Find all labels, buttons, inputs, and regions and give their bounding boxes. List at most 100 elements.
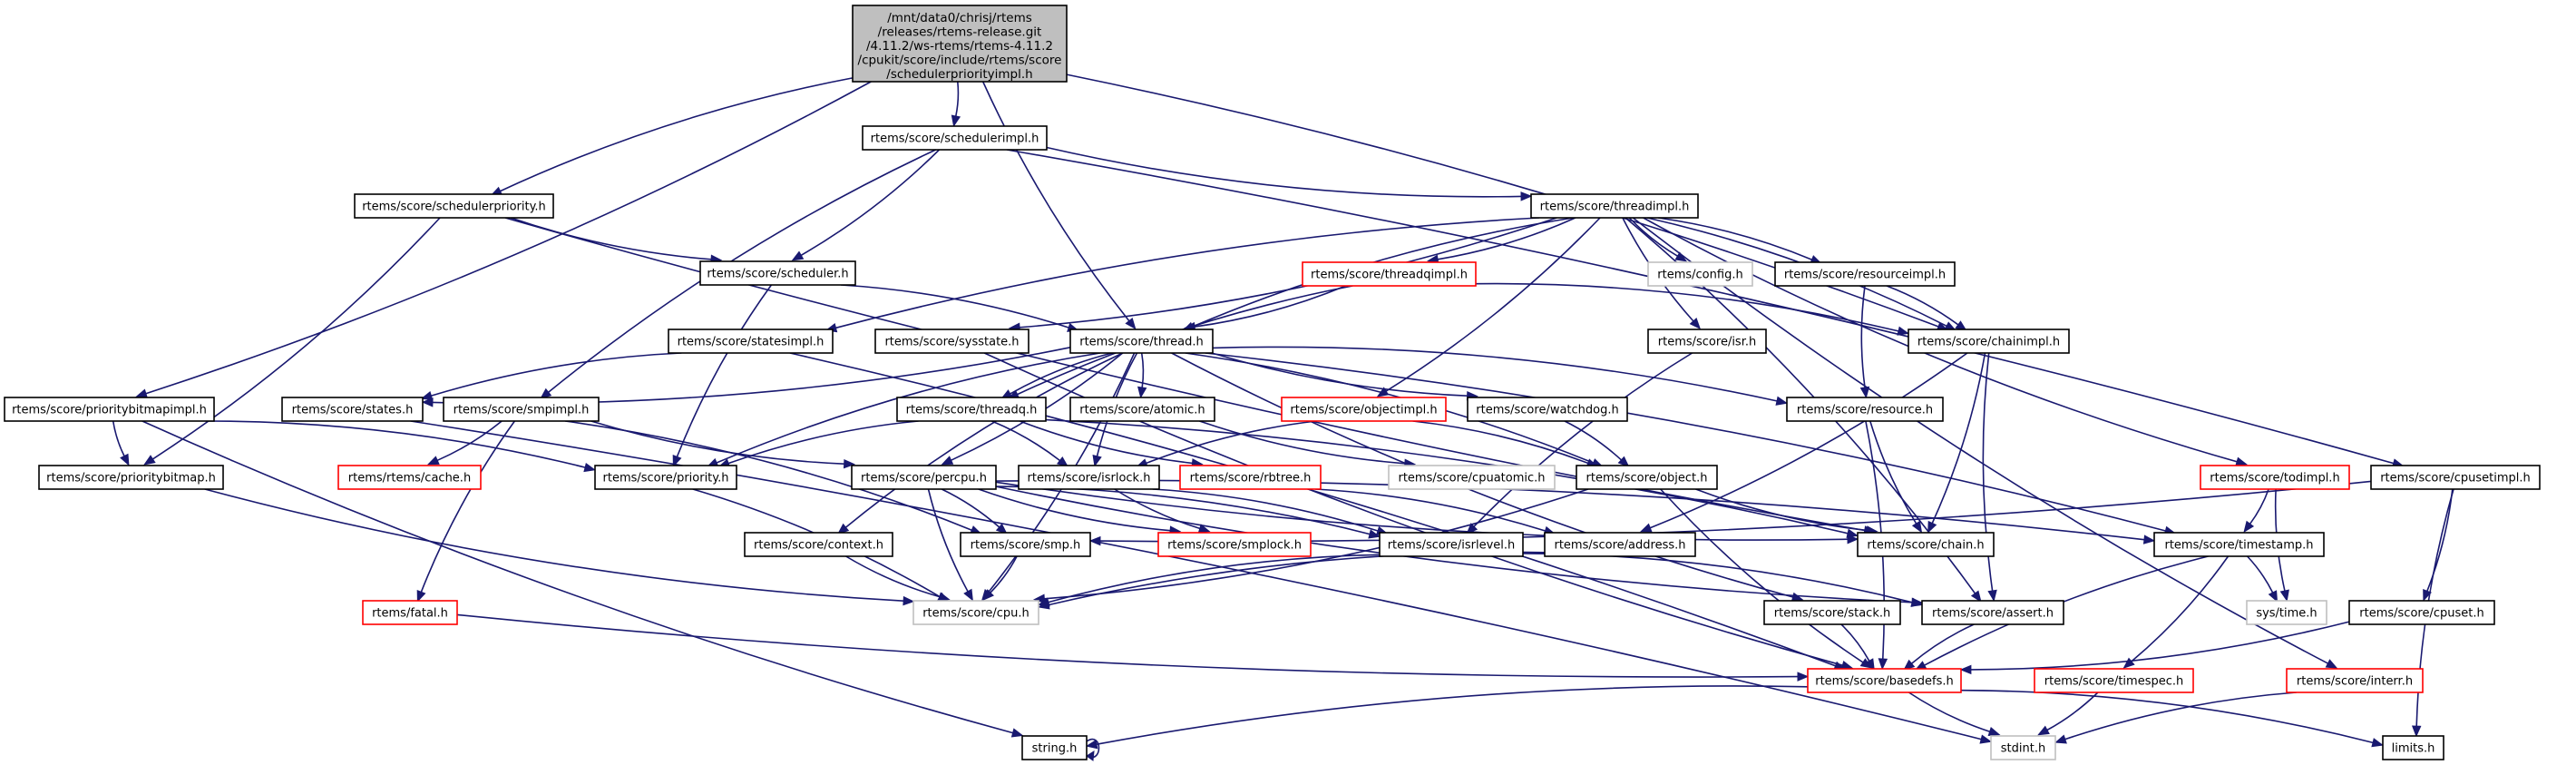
edge-resourceimpl-to-resource bbox=[1860, 285, 1866, 388]
edge-threadimpl-to-threadqimpl bbox=[1437, 217, 1576, 260]
edge-root-to-schedulerimpl bbox=[955, 81, 960, 117]
edge-arrowhead bbox=[963, 588, 973, 602]
edge-threadimpl-to-config bbox=[1628, 217, 1678, 257]
node-cpuset[interactable]: rtems/score/cpuset.h bbox=[2348, 600, 2495, 625]
node-context[interactable]: rtems/score/context.h bbox=[744, 532, 893, 557]
edge-arrowhead bbox=[1639, 523, 1653, 533]
node-object[interactable]: rtems/score/object.h bbox=[1576, 465, 1718, 490]
node-priority[interactable]: rtems/score/priority.h bbox=[594, 465, 737, 490]
node-cpusetimpl[interactable]: rtems/score/cpusetimpl.h bbox=[2370, 465, 2541, 490]
timestamp-label: rtems/score/timestamp.h bbox=[2164, 539, 2313, 553]
stdint-label: stdint.h bbox=[2001, 742, 2045, 756]
node-objectimpl[interactable]: rtems/score/objectimpl.h bbox=[1281, 397, 1447, 422]
edge-atomic-to-cpuatomic bbox=[1199, 420, 1405, 465]
node-basedefs[interactable]: rtems/score/basedefs.h bbox=[1807, 668, 1962, 693]
node-config: rtems/config.h bbox=[1647, 261, 1753, 287]
node-isr[interactable]: rtems/score/isr.h bbox=[1647, 329, 1767, 354]
threadimpl-box bbox=[1530, 193, 1699, 219]
node-stack[interactable]: rtems/score/stack.h bbox=[1763, 600, 1901, 625]
node-schedulerpriority[interactable]: rtems/score/schedulerpriority.h bbox=[354, 193, 554, 219]
node-smplock[interactable]: rtems/score/smplock.h bbox=[1157, 532, 1312, 557]
node-root[interactable]: /mnt/data0/chrisj/rtems /releases/rtems-… bbox=[852, 5, 1068, 83]
cpuatomic-box bbox=[1388, 465, 1556, 490]
node-percpu[interactable]: rtems/score/percpu.h bbox=[851, 465, 997, 490]
node-resource[interactable]: rtems/score/resource.h bbox=[1786, 397, 1944, 422]
node-threadimpl[interactable]: rtems/score/threadimpl.h bbox=[1530, 193, 1699, 219]
thread-label: rtems/score/thread.h bbox=[1079, 336, 1204, 349]
scheduler-box bbox=[699, 260, 856, 286]
cpusetimpl-box bbox=[2370, 465, 2541, 490]
node-isrlock[interactable]: rtems/score/isrlock.h bbox=[1018, 465, 1160, 490]
schedulerpriority-box bbox=[354, 193, 554, 219]
interr-box bbox=[2286, 668, 2424, 693]
edge-smpimpl-to-fatal bbox=[420, 420, 516, 593]
node-address[interactable]: rtems/score/address.h bbox=[1544, 532, 1696, 557]
node-timespec[interactable]: rtems/score/timespec.h bbox=[2034, 668, 2194, 693]
node-isrlevel[interactable]: rtems/score/isrlevel.h bbox=[1379, 532, 1524, 557]
node-stdint: stdint.h bbox=[1990, 735, 2056, 760]
node-states[interactable]: rtems/score/states.h bbox=[281, 397, 424, 422]
node-rbtree[interactable]: rtems/score/rbtree.h bbox=[1179, 465, 1322, 490]
node-threadqimpl[interactable]: rtems/score/threadqimpl.h bbox=[1302, 261, 1477, 287]
node-sysstate[interactable]: rtems/score/sysstate.h bbox=[874, 329, 1029, 354]
node-assert[interactable]: rtems/score/assert.h bbox=[1921, 600, 2064, 625]
node-limits[interactable]: limits.h bbox=[2382, 735, 2444, 760]
edge-percpu-to-isrlevel bbox=[995, 485, 1371, 535]
edge-arrowhead bbox=[1797, 672, 1810, 682]
edge-isrlevel-to-cpu bbox=[1048, 554, 1381, 603]
resourceimpl-label: rtems/score/resourceimpl.h bbox=[1784, 269, 1946, 282]
edge-root-to-chainimpl bbox=[1066, 74, 1939, 328]
root-line-4: /schedulerpriorityimpl.h bbox=[886, 67, 1032, 82]
node-scheduler[interactable]: rtems/score/scheduler.h bbox=[699, 260, 856, 286]
edge-arrowhead bbox=[426, 456, 440, 466]
node-fatal[interactable]: rtems/fatal.h bbox=[362, 600, 458, 625]
root-line-0: /mnt/data0/chrisj/rtems bbox=[887, 11, 1032, 25]
node-chain[interactable]: rtems/score/chain.h bbox=[1857, 532, 1995, 557]
edge-prioritybitmapimpl-to-string bbox=[141, 420, 1013, 734]
assert-label: rtems/score/assert.h bbox=[1932, 607, 2054, 621]
edge-threadimpl-to-objectimpl bbox=[1385, 217, 1601, 392]
object-box bbox=[1576, 465, 1718, 490]
edge-basedefs-to-limits bbox=[1960, 689, 2374, 744]
stdint-box bbox=[1990, 735, 2056, 760]
todimpl-box bbox=[2200, 465, 2350, 490]
node-watchdog[interactable]: rtems/score/watchdog.h bbox=[1467, 397, 1628, 422]
node-smpimpl[interactable]: rtems/score/smpimpl.h bbox=[443, 397, 600, 422]
edge-threadqimpl-to-chainimpl bbox=[1475, 282, 1899, 332]
edge-arrowhead bbox=[1865, 658, 1875, 672]
edge-threadq-to-isrlock bbox=[991, 420, 1060, 462]
edge-arrowhead bbox=[951, 114, 961, 128]
edge-arrowhead bbox=[843, 458, 856, 469]
edge-threadimpl-to-statesimpl bbox=[835, 217, 1539, 329]
node-prioritybitmap[interactable]: rtems/score/prioritybitmap.h bbox=[38, 465, 224, 490]
edge-arrowhead bbox=[1674, 251, 1688, 262]
systime-label: sys/time.h bbox=[2256, 607, 2317, 621]
edge-isr-to-isrlevel bbox=[1473, 352, 1693, 527]
edge-arrowhead bbox=[2243, 520, 2255, 534]
edge-arrowhead bbox=[2268, 590, 2278, 603]
node-todimpl[interactable]: rtems/score/todimpl.h bbox=[2200, 465, 2350, 490]
node-schedulerimpl[interactable]: rtems/score/schedulerimpl.h bbox=[862, 125, 1048, 151]
atomic-label: rtems/score/atomic.h bbox=[1079, 404, 1205, 417]
node-timestamp[interactable]: rtems/score/timestamp.h bbox=[2153, 532, 2325, 557]
edge-arrowhead bbox=[1959, 664, 1972, 675]
node-prioritybitmapimpl[interactable]: rtems/score/prioritybitmapimpl.h bbox=[4, 397, 215, 422]
edge-arrowhead bbox=[2423, 588, 2432, 602]
edge-percpu-to-smp bbox=[941, 488, 1000, 528]
edge-arrowhead bbox=[1979, 734, 1993, 744]
node-thread[interactable]: rtems/score/thread.h bbox=[1069, 329, 1214, 354]
node-interr[interactable]: rtems/score/interr.h bbox=[2286, 668, 2424, 693]
edge-threadimpl-to-resourceimpl bbox=[1657, 217, 1812, 260]
node-chainimpl[interactable]: rtems/score/chainimpl.h bbox=[1908, 329, 2070, 354]
node-threadq[interactable]: rtems/score/threadq.h bbox=[896, 397, 1047, 422]
edge-threadimpl-to-interr bbox=[1632, 217, 2328, 664]
node-atomic[interactable]: rtems/score/atomic.h bbox=[1069, 397, 1215, 422]
node-smp[interactable]: rtems/score/smp.h bbox=[960, 532, 1091, 557]
node-cache[interactable]: rtems/rtems/cache.h bbox=[337, 465, 482, 490]
edge-prioritybitmapimpl-to-prioritybitmap bbox=[112, 420, 125, 456]
node-statesimpl[interactable]: rtems/score/statesimpl.h bbox=[668, 329, 834, 354]
node-resourceimpl[interactable]: rtems/score/resourceimpl.h bbox=[1774, 261, 1956, 287]
edge-arrowhead bbox=[420, 390, 434, 401]
node-string[interactable]: string.h bbox=[1021, 735, 1088, 760]
edge-arrowhead bbox=[1032, 593, 1046, 603]
